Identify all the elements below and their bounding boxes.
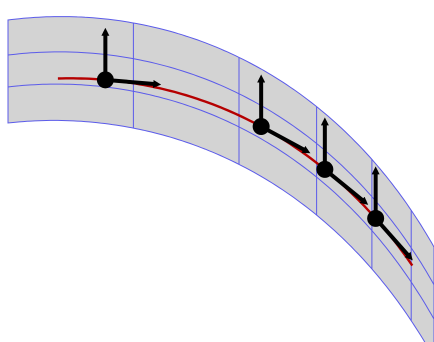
frame-origin-dot [252,118,270,136]
curved-strip [7,16,434,342]
frame-3 [316,117,369,205]
frame-origin-dot [96,71,114,89]
tangent-arrow [323,167,369,205]
frame-4 [367,166,413,261]
frame-origin-dot [316,160,334,178]
frame-2 [252,74,311,154]
moving-frames [96,27,413,261]
tangent-arrow [374,217,413,261]
strip-surface [7,16,434,342]
frame-1 [96,27,162,89]
tangent-arrow [105,77,162,88]
frame-origin-dot [367,209,385,227]
tangent-arrow [260,124,311,154]
